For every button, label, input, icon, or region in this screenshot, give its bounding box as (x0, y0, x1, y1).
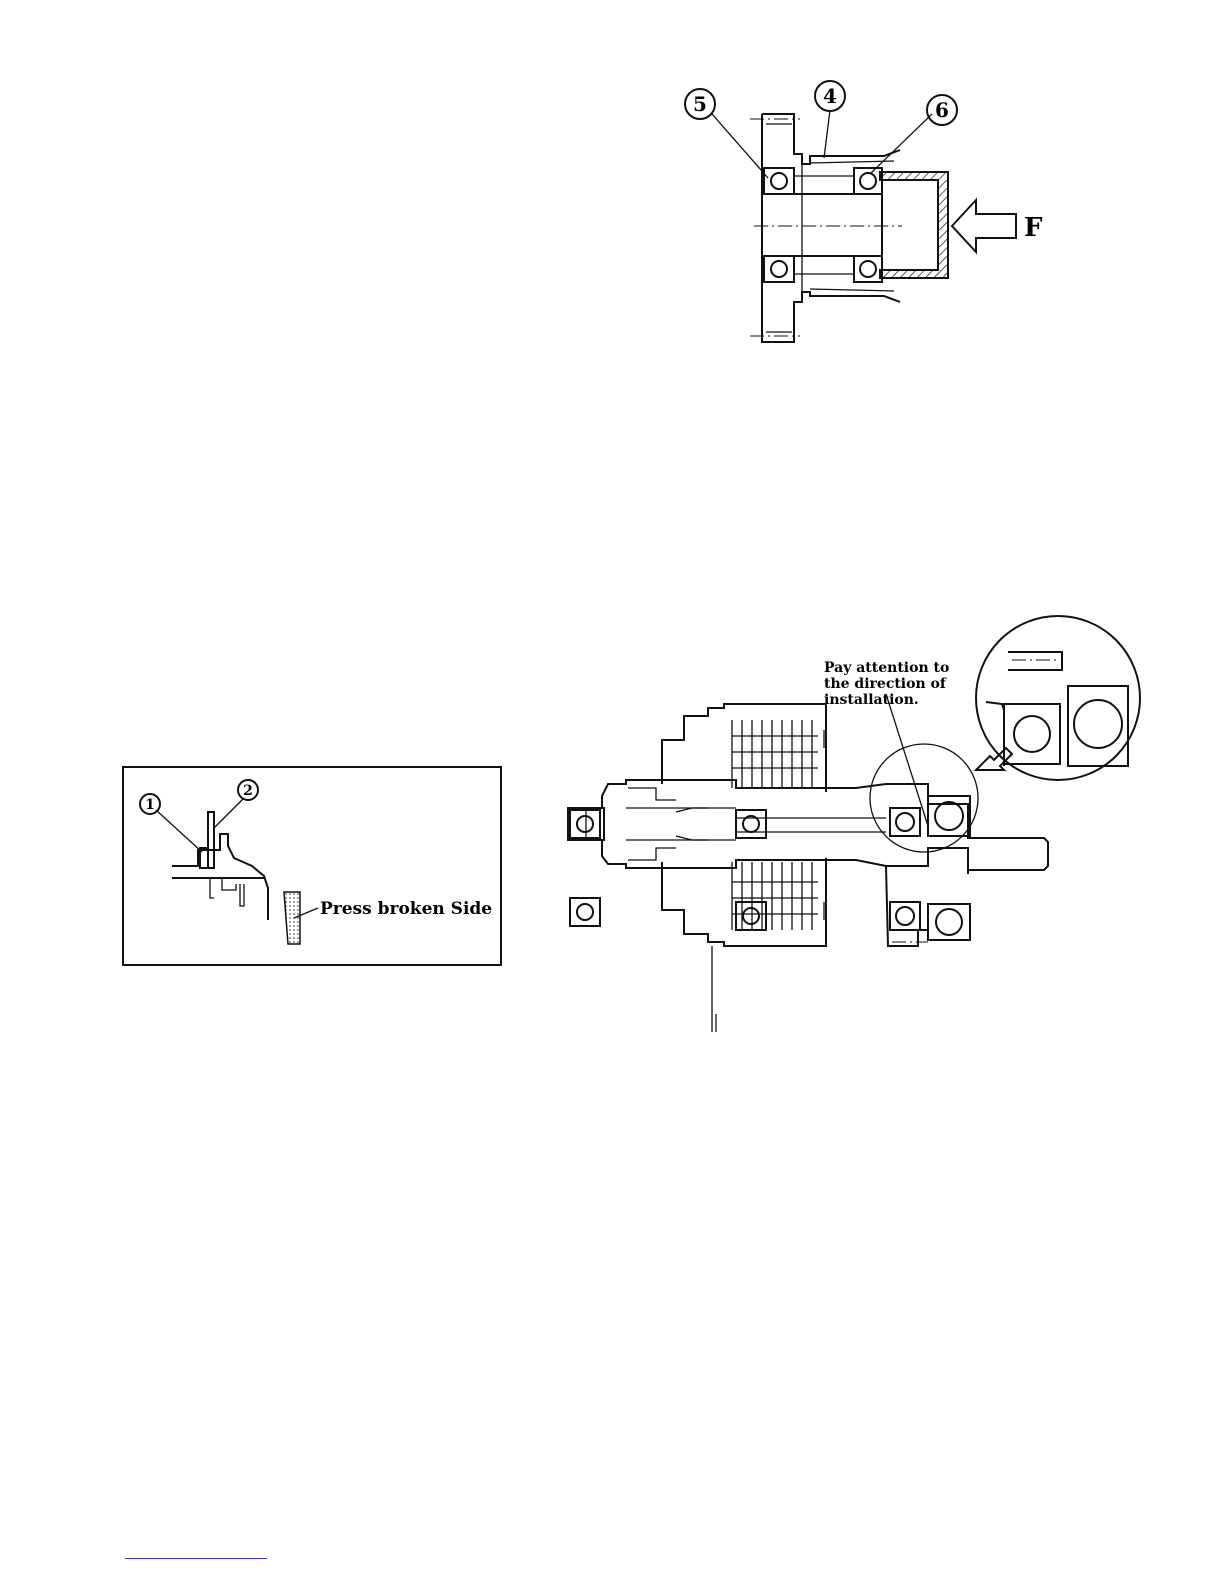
bearing-right-small-bottom (890, 902, 920, 930)
callout-1: 1 (140, 794, 160, 814)
press-broken-side-label: Press broken Side (320, 899, 492, 919)
callout-4: 4 (815, 81, 845, 111)
bearing-press-drawing: 5 4 6 F (670, 66, 1070, 361)
bearing-left-top (570, 810, 600, 838)
shaft-assembly-figure: Pay attention to the direction of instal… (556, 612, 1156, 1034)
bearing-right-large-bottom (928, 904, 970, 940)
bearing-press-figure: 5 4 6 F (670, 66, 1070, 361)
callout-6: 6 (927, 95, 957, 125)
bearing-right-large-top (928, 796, 970, 836)
note-line-2: the direction of (824, 676, 947, 692)
svg-text:4: 4 (823, 84, 837, 108)
press-side-figure: 1 2 Press broken Side (122, 766, 502, 966)
footer-rule (125, 1558, 267, 1559)
magnified-detail (976, 616, 1140, 780)
installation-note: Pay attention to the direction of instal… (824, 660, 949, 708)
bearing-left-bottom (570, 898, 600, 926)
bearing-right-small-top (890, 808, 920, 836)
bearing-mid-top (736, 810, 766, 838)
force-label: F (1024, 213, 1043, 243)
shaft-assembly-drawing: Pay attention to the direction of instal… (556, 612, 1156, 1034)
callout-2: 2 (238, 780, 258, 800)
svg-text:5: 5 (693, 92, 707, 116)
note-line-3: installation. (824, 692, 919, 708)
svg-text:2: 2 (243, 783, 253, 799)
note-line-1: Pay attention to (824, 660, 949, 676)
callout-5: 5 (685, 89, 715, 119)
svg-text:6: 6 (935, 98, 949, 122)
press-side-drawing: 1 2 Press broken Side (124, 768, 500, 964)
svg-text:1: 1 (145, 797, 155, 813)
